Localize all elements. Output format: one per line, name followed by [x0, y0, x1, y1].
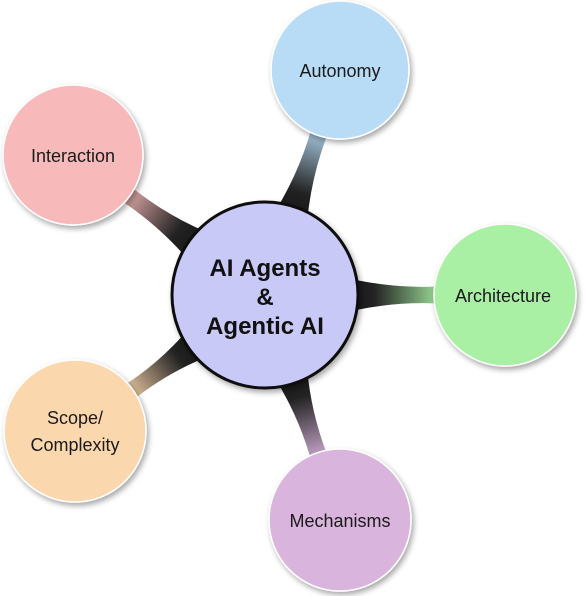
node-center: AI Agents & Agentic AI [170, 200, 360, 390]
node-architecture: Architecture [433, 223, 577, 367]
center-label-line1: AI Agents [209, 255, 320, 282]
node-architecture-label: Architecture [455, 286, 551, 306]
node-autonomy: Autonomy [270, 0, 410, 140]
node-interaction: Interaction [2, 84, 144, 226]
node-scope-complexity-label-line1: Scope/ [47, 408, 103, 428]
center-label-line2: & [256, 284, 273, 311]
node-mechanisms: Mechanisms [268, 448, 412, 592]
node-center-circle [170, 200, 360, 390]
node-scope-complexity: Scope/ Complexity [3, 359, 147, 503]
node-scope-complexity-label-line2: Complexity [30, 435, 119, 455]
connector-architecture [335, 275, 446, 315]
center-label-line3: Agentic AI [206, 313, 324, 340]
node-interaction-label: Interaction [31, 146, 115, 166]
node-architecture-circle [433, 223, 577, 367]
node-autonomy-circle [270, 0, 410, 140]
node-mechanisms-label: Mechanisms [289, 511, 390, 531]
node-autonomy-label: Autonomy [299, 61, 380, 81]
node-scope-complexity-circle [3, 359, 147, 503]
node-mechanisms-circle [268, 448, 412, 592]
node-interaction-circle [2, 84, 144, 226]
